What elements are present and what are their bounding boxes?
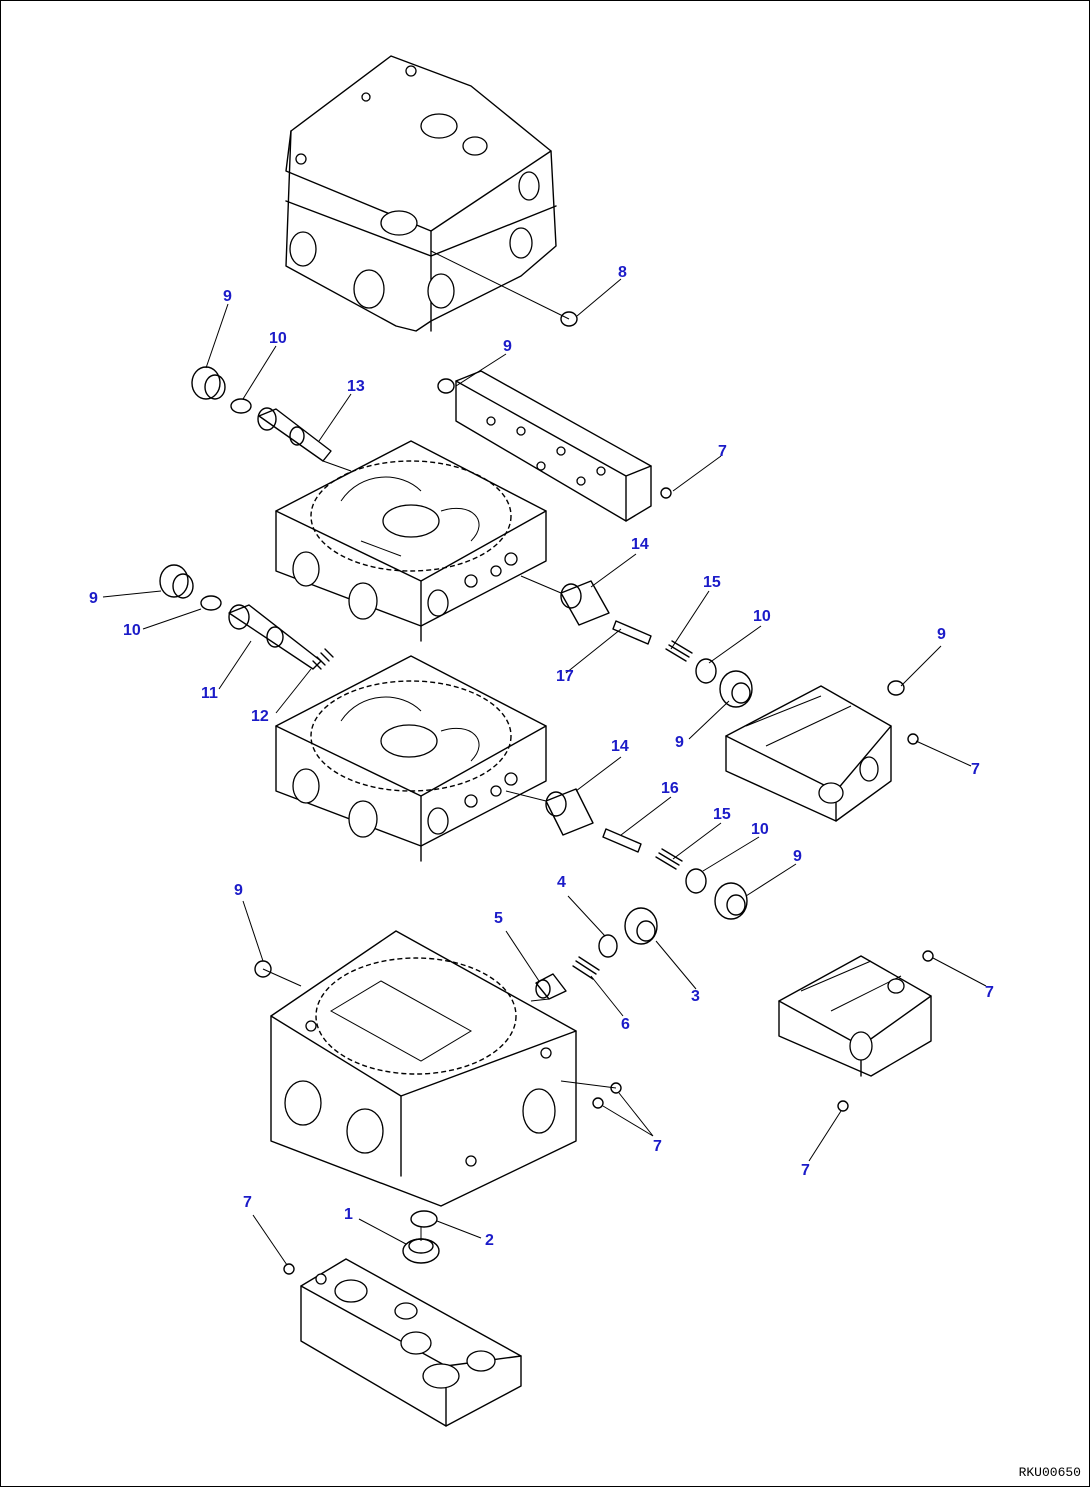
callout-7: 7 <box>718 443 727 460</box>
callout-9: 9 <box>675 734 684 751</box>
o-ring-10-lower-right <box>685 868 707 894</box>
callout-15: 15 <box>713 806 731 823</box>
side-valve-block-lower <box>778 955 932 1077</box>
check-valve-14-upper <box>560 580 610 626</box>
callout-11: 11 <box>201 685 218 702</box>
callout-14: 14 <box>611 738 629 755</box>
spring-12 <box>312 648 334 670</box>
callout-8: 9 <box>234 882 243 899</box>
callout-12: 12 <box>251 708 269 725</box>
callout-6: 6 <box>621 1016 630 1033</box>
callout-10: 10 <box>753 608 771 625</box>
assembly-center-lines <box>262 250 617 1241</box>
screw-7-bracket <box>660 487 672 499</box>
top-cover-block <box>285 55 557 332</box>
plug-8-top <box>560 311 578 327</box>
spring-6 <box>572 956 600 980</box>
callout-8: 9 <box>503 338 512 355</box>
plug-8-side <box>887 680 905 696</box>
callout-9: 9 <box>793 848 802 865</box>
upper-valve-section <box>275 440 547 642</box>
poppet-5 <box>535 973 567 1000</box>
callout-7: 7 <box>653 1138 662 1155</box>
long-bracket <box>455 370 652 522</box>
callout-9: 9 <box>89 590 98 607</box>
screw-7-bottom-a <box>610 1082 622 1094</box>
callout-10: 10 <box>751 821 769 838</box>
spool-13 <box>257 407 332 462</box>
spool-11 <box>228 604 322 670</box>
callout-5: 5 <box>494 910 503 927</box>
callout-7: 7 <box>971 761 980 778</box>
leader-lines <box>102 278 987 1266</box>
o-ring-10-upper-right <box>695 658 717 684</box>
plug-9-mid-left <box>159 564 194 599</box>
callout-13: 13 <box>347 378 365 395</box>
bottom-valve-section <box>270 930 577 1207</box>
callout-labels: 8 9 10 13 9 7 14 9 10 15 10 9 17 11 12 9… <box>89 264 994 1249</box>
callout-2: 2 <box>485 1232 494 1249</box>
callout-10: 10 <box>123 622 141 639</box>
o-ring-10-mid-left <box>200 595 222 611</box>
bottom-flange-plate <box>300 1258 522 1427</box>
check-valve-14-lower <box>545 788 594 836</box>
plug-9-upper-left <box>191 366 226 400</box>
callout-1: 1 <box>344 1206 353 1223</box>
spring-15-lower <box>655 848 683 870</box>
drawing-code: RKU00650 <box>1018 1465 1081 1480</box>
plug-1 <box>402 1238 440 1264</box>
side-valve-block-upper <box>725 685 892 822</box>
pin-17 <box>612 620 652 645</box>
callout-7: 7 <box>801 1162 810 1179</box>
callout-17: 17 <box>556 668 574 685</box>
callout-15: 15 <box>703 574 721 591</box>
spring-15-upper <box>665 640 693 662</box>
screw-7-bottom-b <box>592 1097 604 1109</box>
o-ring-2 <box>410 1210 438 1228</box>
o-ring-4 <box>598 934 618 958</box>
callout-9: 9 <box>223 288 232 305</box>
screw-7-side-lower <box>922 950 934 962</box>
callout-8: 8 <box>618 264 627 281</box>
callout-16: 16 <box>661 780 679 797</box>
screw-7-plate <box>283 1263 295 1275</box>
plug-9-lower-right <box>714 882 748 920</box>
pin-16 <box>602 828 642 853</box>
plug-8-bracket <box>437 378 455 394</box>
plug-9-upper-right <box>719 670 753 708</box>
screw-7-side-upper <box>907 733 919 745</box>
o-ring-10-upper-left <box>230 398 252 414</box>
screw-7-side-bottom <box>837 1100 849 1112</box>
plug-3 <box>624 907 658 945</box>
callout-4: 4 <box>557 874 566 891</box>
middle-valve-section <box>275 655 547 862</box>
callout-7: 7 <box>985 984 994 1001</box>
callout-3: 3 <box>691 988 700 1005</box>
callout-14: 14 <box>631 536 649 553</box>
callout-8: 9 <box>937 626 946 643</box>
callout-10: 10 <box>269 330 287 347</box>
callout-7: 7 <box>243 1194 252 1211</box>
